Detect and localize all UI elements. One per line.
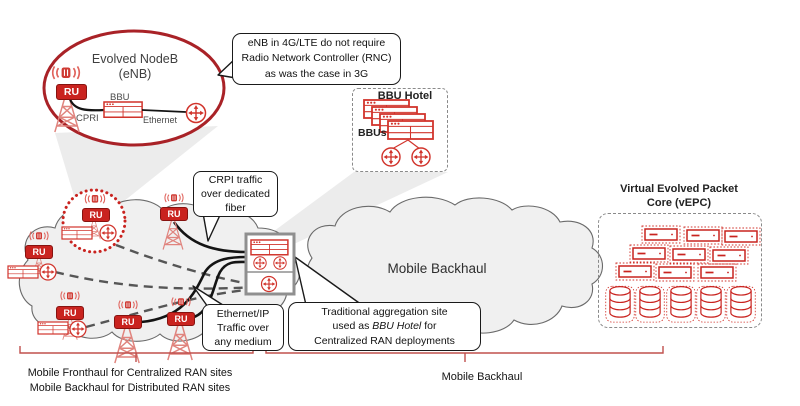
enb-title-line1: Evolved NodeB (91, 52, 179, 66)
ru-badge-far-left: RU (25, 245, 53, 259)
callout-crpi-line2: over dedicated (201, 188, 270, 200)
enb-internals (51, 65, 207, 133)
callout-agg-line3: Centralized RAN deployments (314, 334, 455, 347)
callout-eth-line1: Ethernet/IP (216, 307, 270, 320)
vepc-title-line2: Core (vEPC) (646, 197, 712, 209)
ru-badge-enb: RU (56, 84, 87, 100)
callout-agg-line1: Traditional aggregation site (321, 305, 448, 318)
backhaul-cloud-label: Mobile Backhaul (387, 261, 487, 276)
bbu-label: BBU (110, 92, 130, 103)
callout-rnc-line3: as was the case in 3G (264, 67, 369, 80)
ru-badge-dotted-site: RU (82, 208, 110, 222)
bbu-hotel-internals (363, 99, 434, 167)
bbus-label: BBUs (358, 127, 387, 139)
ethernet-label: Ethernet (143, 115, 178, 125)
ru-badge-lower-left: RU (56, 306, 84, 320)
callout-ethernet-ip: Ethernet/IP Traffic over any medium (202, 304, 284, 351)
bbu-hotel-italic: BBU Hotel (372, 320, 422, 333)
callout-agg-line2: used as BBU Hotel for (332, 320, 437, 333)
ethernet-ip-links (54, 243, 257, 329)
bbu-hotel-box (352, 88, 448, 172)
callout-aggregation: Traditional aggregation site used as BBU… (288, 302, 481, 351)
callout-tails (192, 57, 363, 308)
fronthaul-label-line1: Mobile Fronthaul for Centralized RAN sit… (27, 367, 233, 379)
callout-rnc: eNB in 4G/LTE do not require Radio Netwo… (232, 33, 401, 85)
aggregation-site-box (244, 232, 296, 296)
vepc-title: Virtual Evolved Packet Core (vEPC) (609, 182, 749, 210)
ru-badge-bottom-2: RU (167, 312, 195, 326)
callout-crpi-line3: fiber (225, 202, 246, 214)
callout-rnc-line2: Radio Network Controller (RNC) (241, 52, 392, 65)
vepc-box (598, 213, 762, 328)
enb-title: Evolved NodeB (eNB) (85, 52, 185, 82)
callout-crpi-line1: CRPI traffic (208, 174, 263, 186)
backhaul-bracket-label: Mobile Backhaul (441, 371, 523, 383)
callout-eth-line3: any medium (214, 335, 272, 348)
vepc-title-line1: Virtual Evolved Packet (620, 183, 738, 195)
callout-eth-line2: Traffic over (217, 321, 269, 334)
ru-badge-top-center: RU (160, 207, 188, 221)
cpri-label: CPRI (76, 113, 99, 124)
bbu-hotel-title: BBU Hotel (377, 90, 433, 102)
enb-title-line2: (eNB) (118, 67, 152, 81)
enb-ellipse (42, 29, 226, 147)
callout-rnc-line1: eNB in 4G/LTE do not require (247, 36, 386, 49)
fronthaul-bracket-label: Mobile Fronthaul for Centralized RAN sit… (15, 366, 245, 396)
ru-badge-bottom-1: RU (114, 315, 142, 329)
fronthaul-label-line2: Mobile Backhaul for Distributed RAN site… (29, 382, 231, 394)
callout-crpi: CRPI traffic over dedicated fiber (193, 171, 278, 217)
